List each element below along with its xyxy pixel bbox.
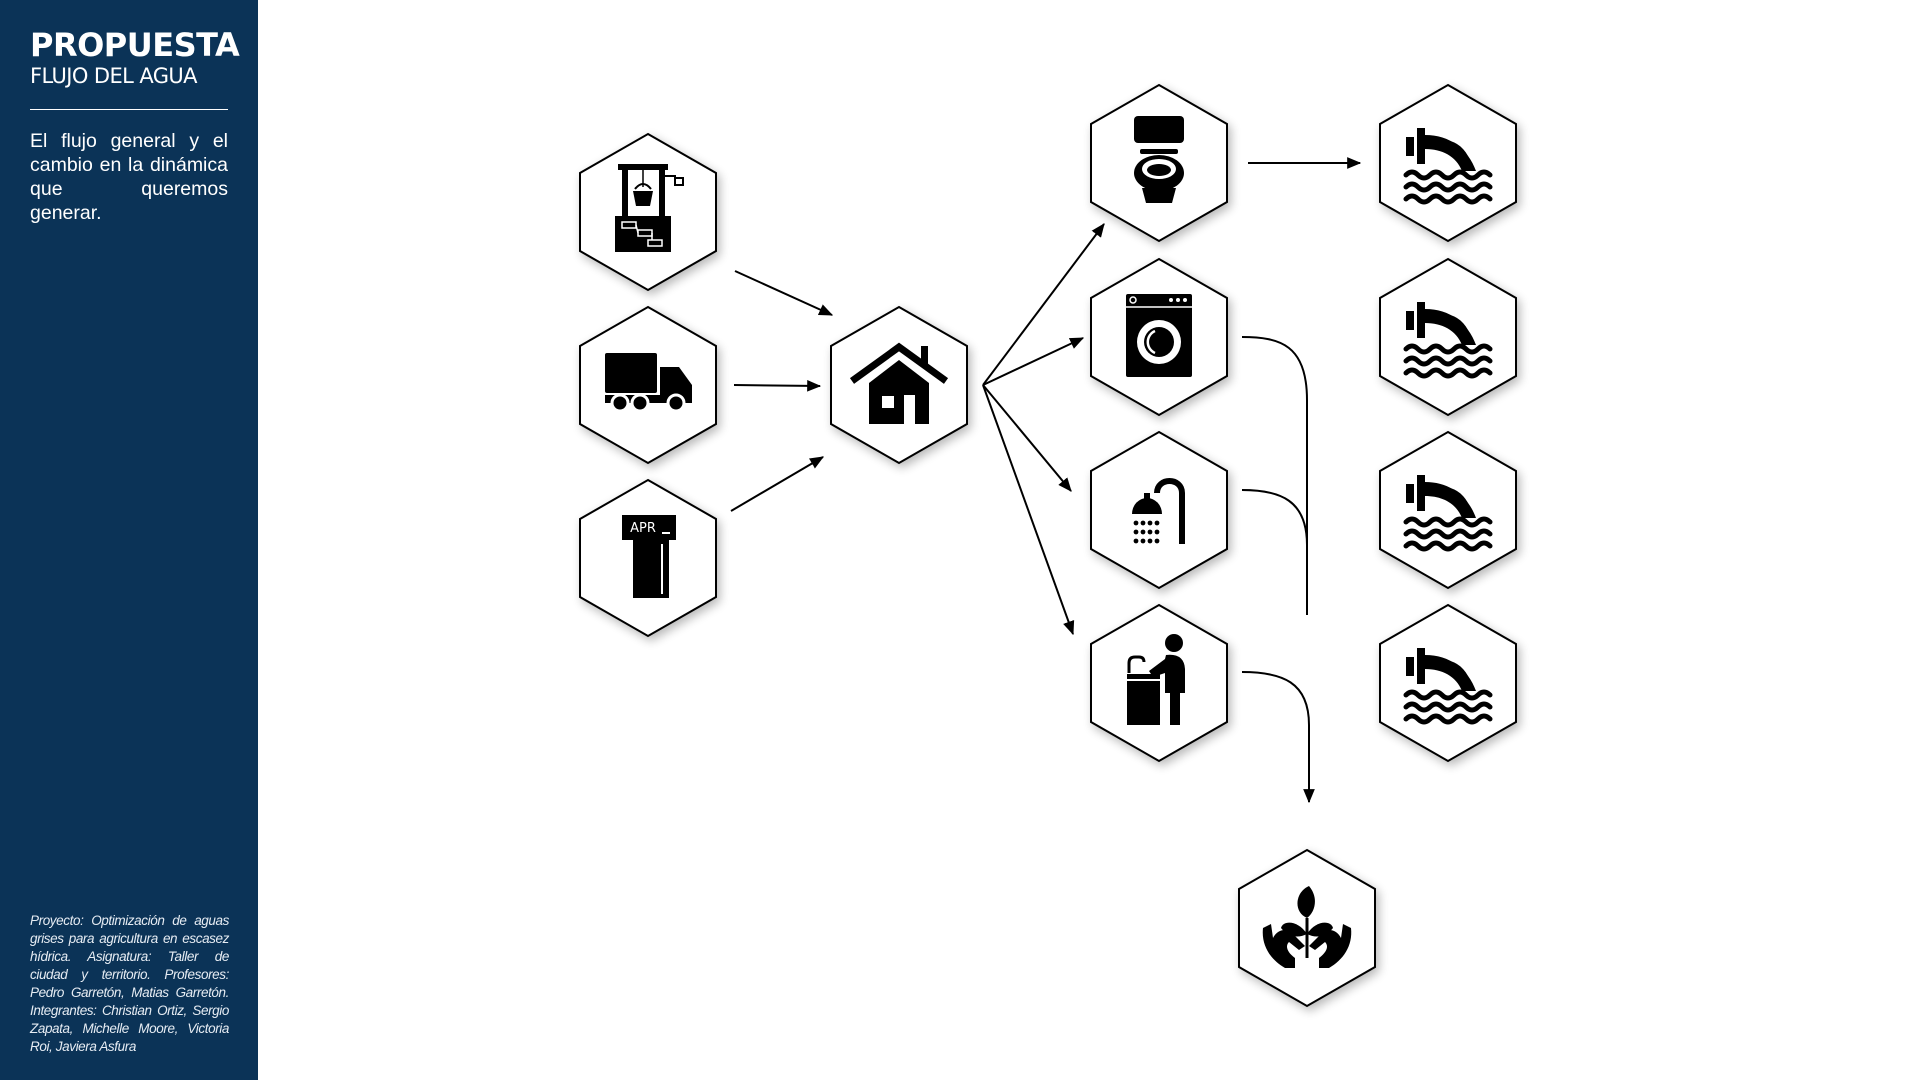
arrow-apr-to-house [730,456,825,512]
truck-icon [605,353,692,413]
node-toilet [1090,84,1228,242]
node-sink [1090,604,1228,762]
sewage-outfall-icon [1403,475,1493,552]
hands-plant-icon [1262,886,1352,968]
sewage-outfall-icon [1403,648,1493,725]
sidebar: PROPUESTA FLUJO DEL AGUA El flujo genera… [0,0,258,1080]
greywater-line-shower [1241,489,1308,615]
node-sewage-1 [1379,84,1517,242]
person-washing-icon [1127,634,1185,725]
apr-label: APR [630,521,656,536]
node-sewage-2 [1379,258,1517,416]
node-sewage-3 [1379,431,1517,589]
page-title: PROPUESTA [30,26,240,64]
toilet-icon [1134,116,1184,203]
greywater-line-washer [1241,336,1308,575]
flow-arrows [730,157,1362,804]
sewage-outfall-icon [1403,302,1493,379]
page-subtitle: FLUJO DEL AGUA [30,64,198,88]
node-apr: APR [579,479,717,637]
node-house [830,306,968,464]
shower-icon [1132,478,1185,544]
water-tower-icon: APR [622,515,676,598]
greywater-line-sink [1241,671,1315,804]
project-credits: Proyecto: Optimización de aguas grises p… [30,913,229,1054]
arrow-house-to-sink [982,384,1075,636]
node-sewage-4 [1379,604,1517,762]
node-agriculture [1238,849,1376,1007]
sewage-outfall-icon [1403,128,1493,205]
description-text: El flujo general y el cambio en la dinám… [30,130,228,224]
title-divider [30,109,228,110]
node-truck [579,306,717,464]
node-washer [1090,258,1228,416]
well-icon [615,164,684,252]
arrow-house-to-shower [982,384,1072,492]
washing-machine-icon [1126,294,1192,377]
node-shower [1090,431,1228,589]
arrow-house-to-toilet [982,223,1105,386]
arrow-house-to-washer [982,337,1085,386]
node-well [579,133,717,291]
arrow-truck-to-house [733,380,822,392]
house-icon [849,342,949,424]
arrow-well-to-house [734,270,834,316]
